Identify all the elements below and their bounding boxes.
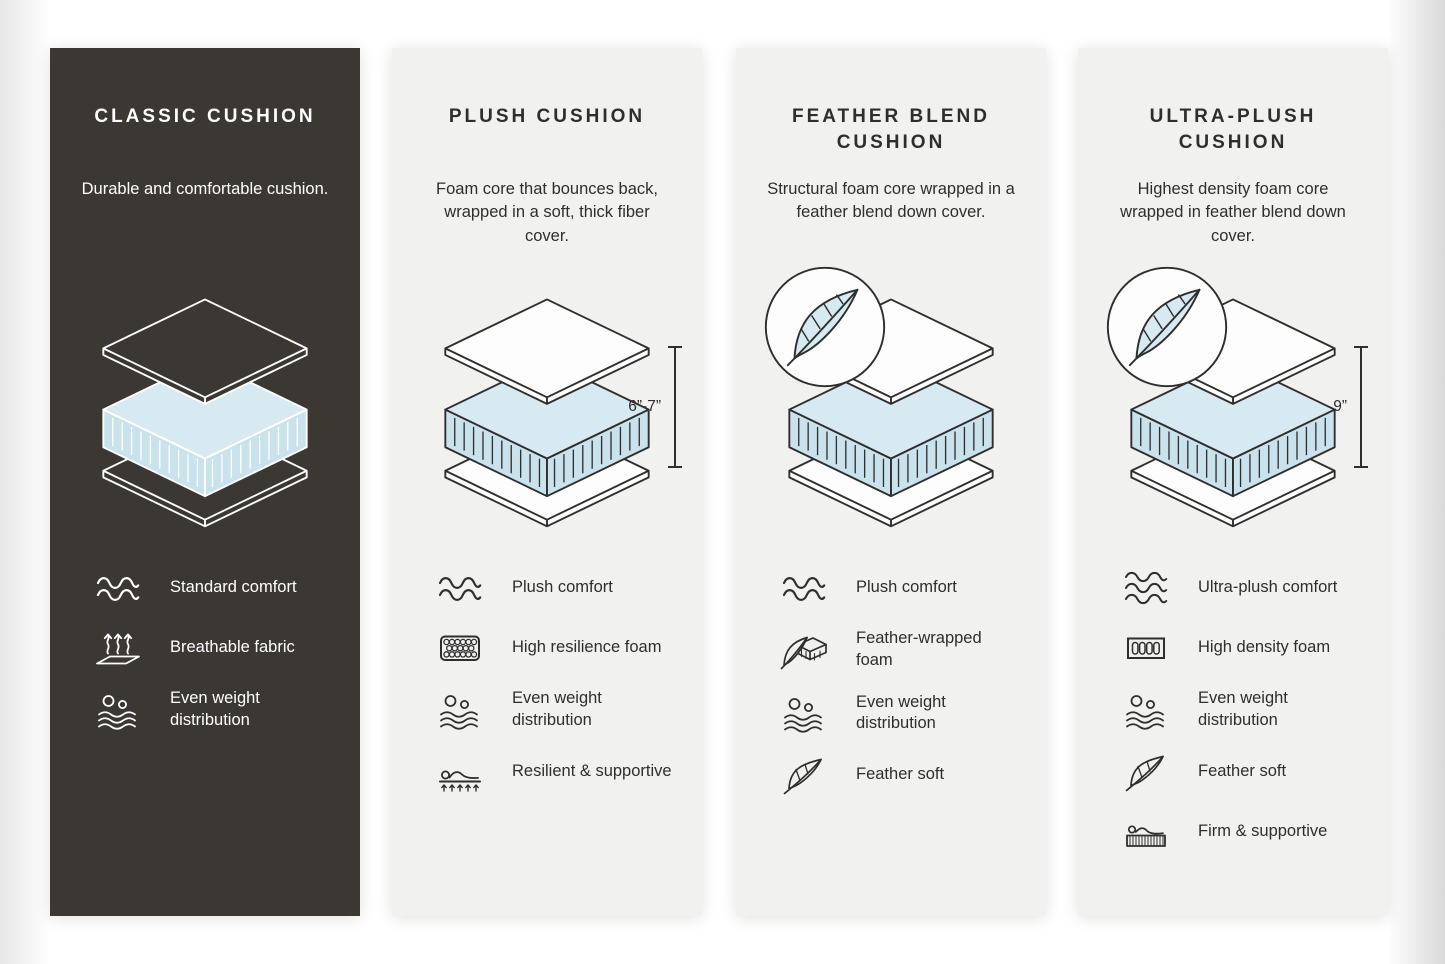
feature-item: Feather soft [1122, 752, 1388, 792]
feature-list: Standard comfort Breathable fabric Even … [94, 568, 360, 732]
feature-item: Standard comfort [94, 568, 360, 608]
feather-wrapped-foam-icon [780, 630, 828, 670]
feature-label: Standard comfort [170, 578, 297, 597]
firm-supportive-icon [1122, 812, 1170, 852]
even-weight-icon [780, 693, 828, 733]
cushion-illustration: 9” [1078, 282, 1388, 548]
high-density-foam-icon [1122, 628, 1170, 668]
waves-icon [436, 568, 484, 608]
foam-cells-icon [436, 628, 484, 668]
feature-label: Even weight distribution [856, 692, 946, 733]
feature-label: Plush comfort [512, 578, 613, 597]
resilient-supportive-icon [436, 752, 484, 792]
feature-label: Breathable fabric [170, 638, 295, 657]
panel-description: Structural foam core wrapped in a feathe… [767, 180, 1015, 222]
feature-label: Firm & supportive [1198, 821, 1328, 840]
feather-badge-icon [1104, 264, 1230, 390]
feature-item: Even weight distribution [780, 692, 1046, 736]
feature-item: Feather-wrapped foam [780, 628, 1046, 672]
dimension-label: 9” [1333, 398, 1347, 415]
feature-item: Breathable fabric [94, 628, 360, 668]
waves-icon [780, 568, 828, 608]
feature-label: Feather soft [1198, 761, 1287, 780]
feature-item: Feather soft [780, 755, 1046, 795]
feature-label: Resilient & supportive [512, 761, 672, 780]
dimension-label: 6”-7” [628, 398, 661, 415]
feature-item: Resilient & supportive [436, 752, 702, 792]
feature-item: Ultra-plush comfort [1122, 568, 1388, 608]
even-weight-icon [436, 690, 484, 730]
feature-label: High resilience foam [512, 638, 662, 657]
feature-label: Even weight distribution [512, 689, 602, 729]
panel-ultra-plush-cushion: ULTRA-PLUSH CUSHION Highest density foam… [1078, 48, 1388, 916]
panel-description: Highest density foam core wrapped in fea… [1120, 180, 1346, 245]
feather-icon [780, 755, 828, 795]
feature-item: Plush comfort [436, 568, 702, 608]
feature-label: Even weight distribution [170, 689, 260, 729]
panel-classic-cushion: CLASSIC CUSHION Durable and comfortable … [50, 48, 360, 916]
dimension-annotation: 9” [1333, 346, 1368, 468]
feather-badge-icon [762, 264, 888, 390]
panel-feather-blend-cushion: FEATHER BLEND CUSHION Structural foam co… [736, 48, 1046, 916]
feature-list: Plush comfort High resilience foam Even … [436, 568, 702, 792]
dimension-line [1354, 346, 1368, 468]
feather-icon [1122, 752, 1170, 792]
feature-item: High density foam [1122, 628, 1388, 668]
even-weight-icon [1122, 690, 1170, 730]
breathable-fabric-icon [94, 628, 142, 668]
cushion-illustration [50, 282, 360, 548]
waves-icon [94, 568, 142, 608]
feature-label: Ultra-plush comfort [1198, 578, 1338, 597]
feature-item: High resilience foam [436, 628, 702, 668]
panel-plush-cushion: PLUSH CUSHION Foam core that bounces bac… [392, 48, 702, 916]
cushion-illustration [736, 282, 1046, 548]
dimension-line [668, 346, 682, 468]
panel-title: FEATHER BLEND CUSHION [791, 106, 991, 154]
feature-item: Even weight distribution [436, 688, 702, 732]
even-weight-icon [94, 690, 142, 730]
feature-item: Even weight distribution [94, 688, 360, 732]
feature-item: Even weight distribution [1122, 688, 1388, 732]
cushion-illustration: 6”-7” [392, 282, 702, 548]
panel-title: CLASSIC CUSHION [94, 106, 316, 127]
waves-icon [1122, 568, 1170, 608]
feature-label: Feather soft [856, 765, 945, 784]
panel-description: Foam core that bounces back, wrapped in … [436, 180, 658, 245]
feature-label: Plush comfort [856, 578, 957, 597]
layered-cushion-icon [92, 290, 318, 531]
panel-title: ULTRA-PLUSH CUSHION [1149, 106, 1317, 154]
feature-label: High density foam [1198, 638, 1331, 657]
feature-label: Feather-wrapped foam [856, 629, 982, 669]
panel-description: Durable and comfortable cushion. [81, 180, 329, 198]
layered-cushion-icon [434, 290, 660, 531]
feature-item: Firm & supportive [1122, 812, 1388, 852]
feature-list: Plush comfort Feather-wrapped foam Even … [780, 568, 1046, 795]
feature-list: Ultra-plush comfort High density foam Ev… [1122, 568, 1388, 852]
feature-label: Even weight distribution [1198, 689, 1288, 729]
dimension-annotation: 6”-7” [628, 346, 682, 468]
feature-item: Plush comfort [780, 568, 1046, 608]
panel-title: PLUSH CUSHION [448, 106, 646, 127]
